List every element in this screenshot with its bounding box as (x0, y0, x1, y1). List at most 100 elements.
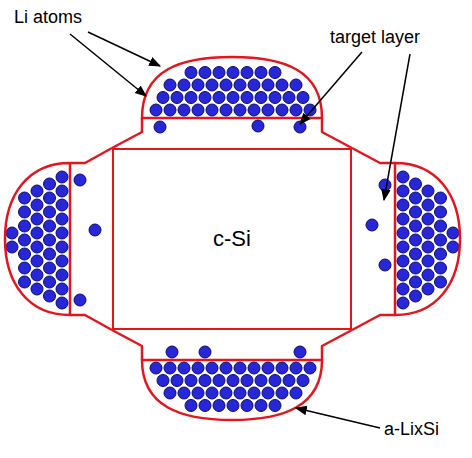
li-atom (56, 241, 68, 253)
crystal-silicon-core: c-Si (112, 148, 352, 330)
li-atom (234, 79, 246, 91)
li-atom (397, 227, 409, 239)
li-atom (220, 79, 232, 91)
li-atom (213, 400, 225, 412)
li-atom (397, 213, 409, 225)
li-atom (31, 283, 43, 295)
li-atom (422, 199, 434, 211)
li-atom (435, 248, 447, 260)
li-atom (220, 104, 232, 116)
li-atom (74, 294, 86, 306)
li-atom (150, 104, 162, 116)
li-atom (435, 234, 447, 246)
li-atom (192, 387, 204, 399)
li-atom (269, 400, 281, 412)
region-label: c-Si (209, 222, 255, 256)
li-atom (290, 104, 302, 116)
li-atom (19, 234, 31, 246)
li-atom (157, 92, 169, 104)
li-atom (192, 362, 204, 374)
li-atom (294, 121, 306, 133)
li-atom (164, 387, 176, 399)
li-atom (56, 185, 68, 197)
li-atom (31, 185, 43, 197)
li-atom (206, 387, 218, 399)
li-atom (435, 220, 447, 232)
li-atom (297, 375, 309, 387)
li-atom (19, 248, 31, 260)
li-atom (366, 219, 378, 231)
li-atom (185, 92, 197, 104)
li-atom (435, 262, 447, 274)
li-atom (262, 79, 274, 91)
li-atom (19, 276, 31, 288)
li-atom (262, 362, 274, 374)
li-atom (410, 290, 422, 302)
li-atom (248, 362, 260, 374)
li-atom (241, 92, 253, 104)
li-atom (397, 255, 409, 267)
li-atom (410, 192, 422, 204)
li-atom (227, 67, 239, 79)
li-atom (397, 283, 409, 295)
li-atom (56, 199, 68, 211)
li-atom (31, 213, 43, 225)
li-atom (199, 375, 211, 387)
li-atom (410, 220, 422, 232)
li-atom (154, 121, 166, 133)
li-atom (397, 269, 409, 281)
li-atom (410, 276, 422, 288)
li-atom (44, 220, 56, 232)
li-atom (199, 346, 211, 358)
li-atom (447, 241, 459, 253)
li-atom (171, 375, 183, 387)
li-atom (435, 192, 447, 204)
li-atom (213, 67, 225, 79)
li-atom (206, 79, 218, 91)
li-atom (248, 104, 260, 116)
li-atom (44, 290, 56, 302)
li-atom (150, 362, 162, 374)
li-atom (410, 206, 422, 218)
li-atom (56, 213, 68, 225)
li-atom (234, 104, 246, 116)
li-atom (56, 171, 68, 183)
li-atom (447, 227, 459, 239)
li-atom (290, 362, 302, 374)
li-atom (56, 227, 68, 239)
li-atom (241, 375, 253, 387)
li-atom (31, 269, 43, 281)
li-atom (192, 79, 204, 91)
li-atom (19, 262, 31, 274)
li-atom (290, 79, 302, 91)
li-atom (206, 362, 218, 374)
li-atom (164, 79, 176, 91)
li-atom (185, 67, 197, 79)
li-atom (262, 387, 274, 399)
li-atom (422, 269, 434, 281)
li-atom (206, 104, 218, 116)
li-atom (44, 276, 56, 288)
li-atom (44, 234, 56, 246)
li-atom (227, 375, 239, 387)
li-atom (56, 269, 68, 281)
li-atom (44, 192, 56, 204)
li-atom (422, 227, 434, 239)
li-atom (269, 375, 281, 387)
li-atom (379, 259, 391, 271)
li-atom (171, 92, 183, 104)
li-atom (283, 375, 295, 387)
li-atom (227, 400, 239, 412)
li-atom (283, 92, 295, 104)
li-atom (248, 79, 260, 91)
li-atom (178, 104, 190, 116)
li-atom (31, 227, 43, 239)
li-atom (397, 199, 409, 211)
li-atom (435, 206, 447, 218)
li-atom (241, 67, 253, 79)
li-atom (255, 92, 267, 104)
li-atom (269, 67, 281, 79)
li-atom (422, 185, 434, 197)
li-atom (213, 375, 225, 387)
